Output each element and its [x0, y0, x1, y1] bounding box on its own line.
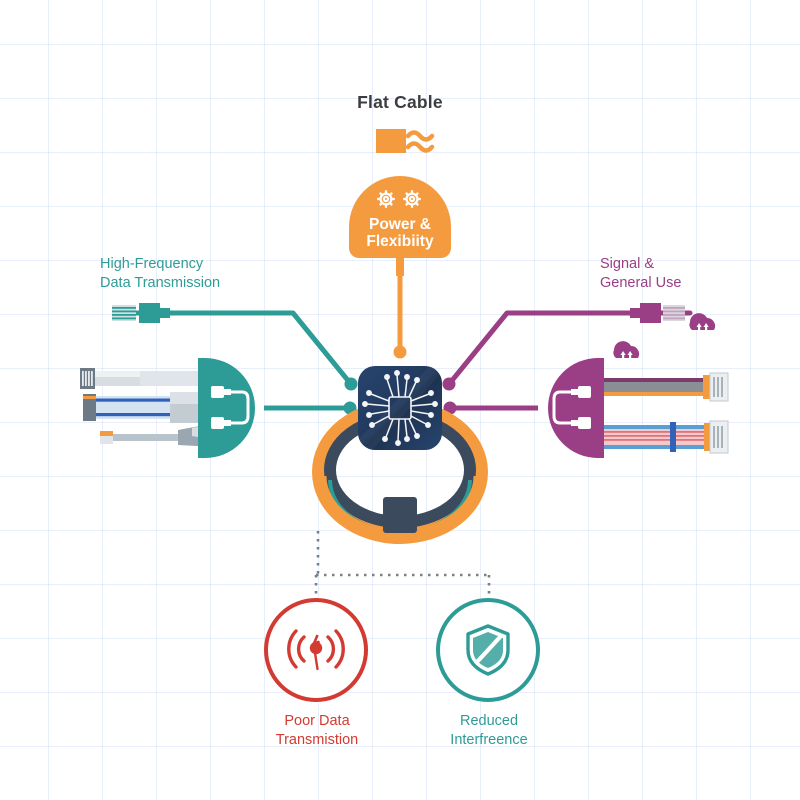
left-branch-line1: High-Frequency	[100, 256, 204, 272]
connector-left-diagonal-teal	[112, 310, 358, 391]
shield-icon	[440, 602, 536, 698]
gray-flat-ribbon-cable	[80, 368, 216, 389]
cloud-upload-icon	[613, 341, 640, 359]
left-branch-label: High-Frequency Data Transmission	[100, 255, 220, 293]
power-badge-label: Power & Flexibiity	[349, 216, 451, 250]
cloud-upload-icon	[689, 313, 716, 331]
outcome-label-poor-data: Poor Data Transmistion	[232, 712, 402, 750]
right-branch-line1: Signal &	[600, 256, 655, 272]
connector-top-orange	[393, 276, 407, 359]
signal-interference-icon	[268, 602, 364, 698]
outcome-circle-reduced-interference[interactable]	[436, 598, 540, 702]
power-flexibility-badge[interactable]: Power & Flexibiity	[349, 176, 451, 258]
page-title: Flat Cable	[357, 92, 443, 112]
outcome-reduced-line2: Interfreence	[450, 732, 528, 748]
connector-dotted-outcomes	[314, 531, 491, 600]
gears-icon	[349, 186, 451, 217]
connector-left-horizontal-teal	[264, 401, 357, 415]
cable-connectors-dome-icon	[211, 386, 250, 429]
outcome-label-reduced-interference: Reduced Interfreence	[404, 712, 574, 750]
blue-striped-ribbon-cable	[83, 392, 216, 423]
left-dome-shape	[198, 358, 255, 458]
gray-orange-ribbon-cable	[595, 372, 729, 402]
right-dome-shape	[548, 358, 604, 458]
ribbon-plug-icon	[112, 303, 170, 323]
flat-cable-icon	[376, 129, 435, 153]
outcome-poor-line2: Transmistion	[275, 732, 359, 748]
connector-right-horizontal-purple	[443, 401, 538, 415]
thin-tapered-cable	[100, 423, 216, 447]
outcome-reduced-line1: Reduced	[459, 713, 519, 729]
power-badge-line1: Power &	[368, 216, 431, 233]
left-branch-line2: Data Transmission	[100, 275, 221, 291]
right-branch-label: Signal & General Use	[600, 255, 681, 293]
right-branch-line2: General Use	[600, 275, 682, 291]
power-badge-line2: Flexibiity	[366, 233, 434, 250]
usb-plug-icon	[630, 303, 685, 323]
outcome-circle-poor-data[interactable]	[264, 598, 368, 702]
power-badge-stem	[396, 258, 404, 276]
connector-right-diagonal-purple	[442, 310, 693, 391]
outcome-poor-line1: Poor Data	[284, 713, 350, 729]
cable-connectors-dome-icon	[552, 386, 591, 429]
rainbow-ribbon-cable	[595, 420, 729, 454]
